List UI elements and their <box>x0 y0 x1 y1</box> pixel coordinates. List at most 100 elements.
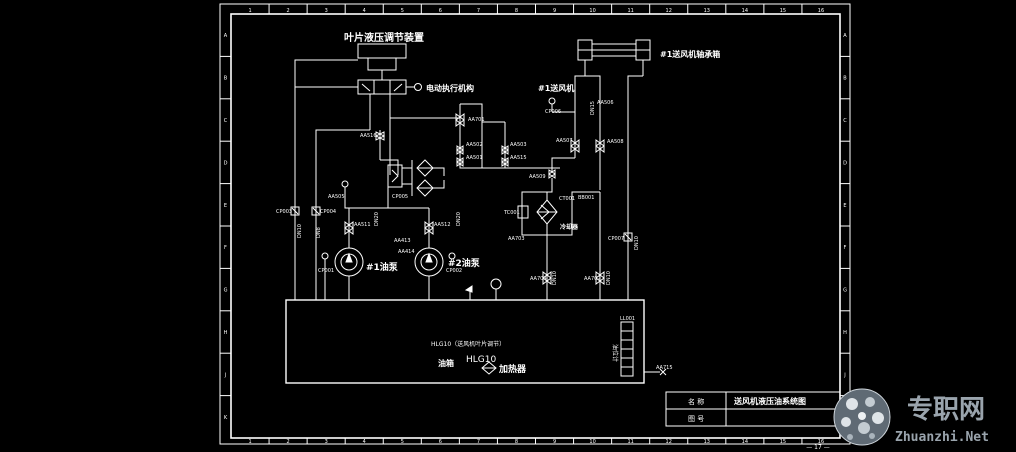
tag-cp005: CP005 <box>392 194 408 200</box>
page-number: — 17 — <box>806 444 829 451</box>
watermark-ball-icon <box>833 388 891 446</box>
actuator-label: 电动执行机构 <box>426 83 474 93</box>
level-gauge-tag: LL001 <box>620 316 635 322</box>
ruler-left-C: C <box>224 118 228 124</box>
ruler-bottom-8: 8 <box>515 439 518 445</box>
tank-model: HLG10 <box>466 355 496 365</box>
ruler-top-12: 12 <box>666 8 672 14</box>
ruler-right-B: B <box>843 76 847 82</box>
outer-frame <box>219 3 851 445</box>
oil-pump-1: #1油泵 CP001 <box>318 247 399 300</box>
ruler-right-C: C <box>843 118 847 124</box>
ruler-top-10: 10 <box>589 8 595 14</box>
tag-bb001: BB001 <box>578 195 594 201</box>
pump-branches: AA511 AA512 AA413 DN20 DN20 <box>344 207 462 248</box>
ruler-left-B: B <box>224 76 228 82</box>
tag-aa704: AA704 <box>530 276 547 282</box>
ruler-top-8: 8 <box>515 8 518 14</box>
ruler-right-J: J <box>843 372 845 378</box>
frame-rulers: 1122334455667788991010111112121313141415… <box>220 4 850 445</box>
tag-aa414: AA414 <box>398 249 415 255</box>
tag-aa501: AA501 <box>466 155 483 161</box>
pipe-note-n3: DN15 <box>590 101 596 115</box>
tag-aa502: AA502 <box>466 142 483 148</box>
ruler-bottom-1: 1 <box>248 439 251 445</box>
ruler-top-6: 6 <box>439 8 442 14</box>
ruler-bottom-15: 15 <box>780 439 786 445</box>
blade-device-label: 叶片液压调节装置 <box>344 31 424 44</box>
pipe-note-n7: DN10 <box>552 271 558 285</box>
ruler-top-3: 3 <box>325 8 328 14</box>
title-drawing-no-label: 图 号 <box>688 415 704 423</box>
pump2-label: #2油泵 <box>448 257 481 269</box>
tag-aa505: AA505 <box>328 194 345 200</box>
ruler-left-K: K <box>224 415 228 421</box>
tag-tc001: TC001 <box>503 210 520 216</box>
fan-label: #1送风机 <box>538 83 574 93</box>
ruler-right-G: G <box>843 288 847 294</box>
tag-cp006: CP006 <box>545 109 561 115</box>
pipe-note-n4: DN10 <box>634 236 640 250</box>
tag-cp002: CP002 <box>446 268 462 274</box>
ruler-bottom-12: 12 <box>666 439 672 445</box>
ruler-bottom-9: 9 <box>553 439 556 445</box>
ruler-top-5: 5 <box>401 8 404 14</box>
cooler-loop: AA509 TC001 CT001 BB001 冷却器 <box>503 169 600 236</box>
pipe-note-n8: DN10 <box>606 271 612 285</box>
ruler-bottom-7: 7 <box>477 439 480 445</box>
tag-aa703: AA703 <box>508 236 525 242</box>
ruler-right-E: E <box>843 203 846 209</box>
ruler-top-15: 15 <box>780 8 786 14</box>
watermark: 专职网 Zhuanzhi.Net <box>833 388 989 446</box>
fan-bearing-box: #1送风机轴承箱 <box>577 39 720 76</box>
cooler-label: 冷却器 <box>560 223 579 231</box>
tag-aa508: AA508 <box>607 139 624 145</box>
ruler-top-16: 16 <box>818 8 824 14</box>
ruler-bottom-4: 4 <box>363 439 366 445</box>
pipe-note-n5: DN20 <box>374 212 380 226</box>
ruler-left-G: G <box>224 288 228 294</box>
ruler-bottom-14: 14 <box>742 439 748 445</box>
valve-group-middle: AA701 AA502 AA501 AA503 AA515 AA516 <box>360 113 527 167</box>
fan-lube-pipes: AA507 AA508 CP006 #1送风机 AA506 DN15 <box>538 75 643 300</box>
tag-aa509: AA509 <box>529 174 546 180</box>
filter-module: CP005 AA505 <box>328 159 445 209</box>
left-instruments: CP003 CP004 DN10 DN8 <box>276 206 336 238</box>
tag-aa515: AA515 <box>510 155 527 161</box>
ruler-top-4: 4 <box>363 8 366 14</box>
ruler-top-1: 1 <box>248 8 251 14</box>
ruler-top-14: 14 <box>742 8 748 14</box>
tank-desc: HLG10（送风机叶片调节） <box>431 340 505 348</box>
tag-aa512: AA512 <box>434 222 451 228</box>
inner-frame <box>230 13 841 439</box>
ruler-left-D: D <box>224 160 228 166</box>
tag-cp001: CP001 <box>318 268 334 274</box>
ruler-top-13: 13 <box>704 8 710 14</box>
tag-ct001: CT001 <box>559 196 575 202</box>
ruler-left-E: E <box>224 203 227 209</box>
ruler-bottom-6: 6 <box>439 439 442 445</box>
title-block: 名 称 送风机液压油系统图 图 号 <box>665 391 841 427</box>
oil-pump-2: #2油泵 CP002 <box>414 247 481 300</box>
tag-aa701: AA701 <box>468 117 485 123</box>
heater-label: 加热器 <box>498 363 527 375</box>
tag-aa511: AA511 <box>354 222 371 228</box>
blade-hydraulic-device: 叶片液压调节装置 <box>344 31 424 80</box>
servo-valve: 电动执行机构 <box>357 79 474 95</box>
tag-aa503: AA503 <box>510 142 527 148</box>
ruler-bottom-10: 10 <box>589 439 595 445</box>
tank-label: 油箱 <box>438 358 454 368</box>
tag-cp004: CP004 <box>320 209 336 215</box>
pump1-label: #1油泵 <box>366 261 399 273</box>
ruler-bottom-13: 13 <box>704 439 710 445</box>
ruler-bottom-11: 11 <box>627 439 633 445</box>
ruler-bottom-16: 16 <box>818 439 824 445</box>
ruler-top-2: 2 <box>287 8 290 14</box>
tag-aa413: AA413 <box>394 238 411 244</box>
pipe-note-n1: DN10 <box>297 224 303 238</box>
pipe-note-n6: DN20 <box>456 212 462 226</box>
tag-cp007: CP007 <box>608 236 624 242</box>
title-name-label: 名 称 <box>688 397 704 406</box>
ruler-top-7: 7 <box>477 8 480 14</box>
